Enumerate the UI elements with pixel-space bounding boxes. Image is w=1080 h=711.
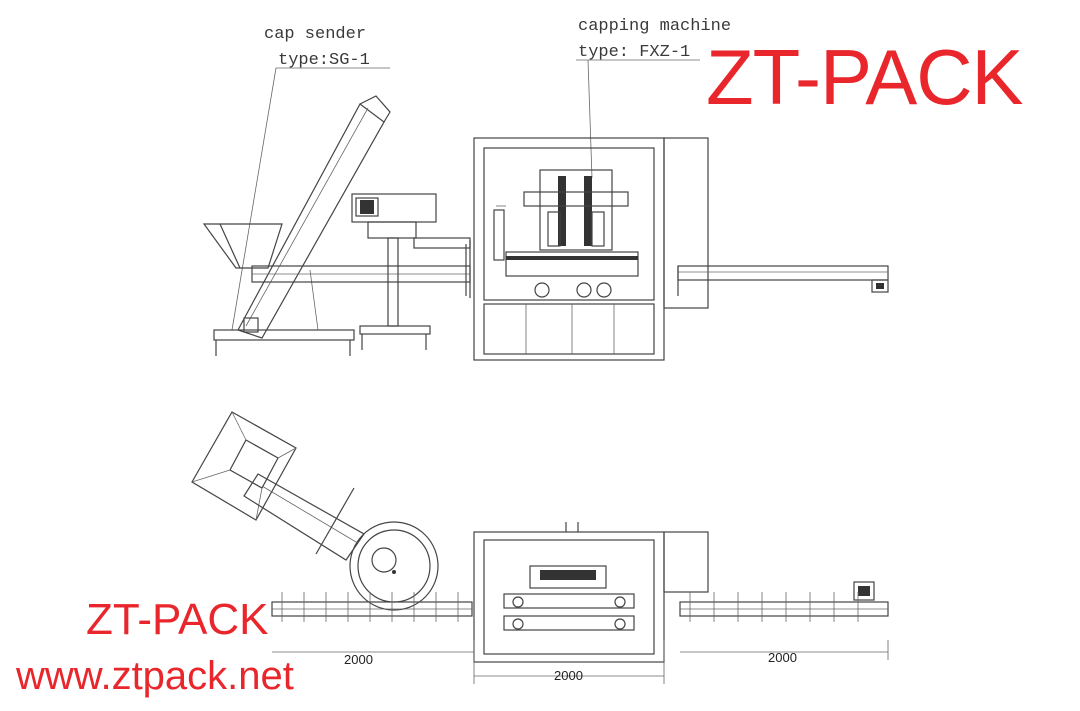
dimension-middle: 2000 (554, 668, 583, 683)
capping-machine-plan (473, 522, 709, 663)
dimension-left: 2000 (344, 652, 373, 667)
side-conveyor-left (251, 240, 471, 298)
capping-machine-body (473, 137, 709, 361)
plan-conveyor-right (679, 581, 889, 617)
side-view: cap sender type:SG-1 capping machine typ… (202, 17, 889, 361)
plan-conveyor-right-posts (689, 592, 859, 622)
capping-machine-label: capping machine (578, 17, 731, 36)
dimension-lines (272, 640, 889, 684)
dimension-right: 2000 (768, 650, 797, 665)
capping-leader-arrow (587, 59, 593, 179)
cap-sorting-disc (349, 521, 439, 611)
capping-machine-type-label: type: FXZ-1 (578, 43, 690, 62)
hopper-top-view (191, 411, 365, 561)
plan-conveyor-left-posts (281, 592, 459, 622)
cap-sender-type-label: type:SG-1 (278, 51, 370, 70)
website-watermark: www.ztpack.net (16, 654, 294, 698)
cap-elevator (202, 95, 391, 356)
plan-conveyor-left (271, 601, 473, 617)
side-conveyor-right (677, 265, 889, 296)
cap-sender-label: cap sender (264, 25, 366, 44)
brand-watermark-top: ZT-PACK (706, 33, 1024, 121)
brand-watermark-bottom: ZT-PACK (86, 595, 269, 644)
control-stand (351, 193, 471, 350)
plan-view: 2000 2000 2000 (191, 411, 889, 684)
cap-sender-leader-arrow (231, 67, 277, 331)
